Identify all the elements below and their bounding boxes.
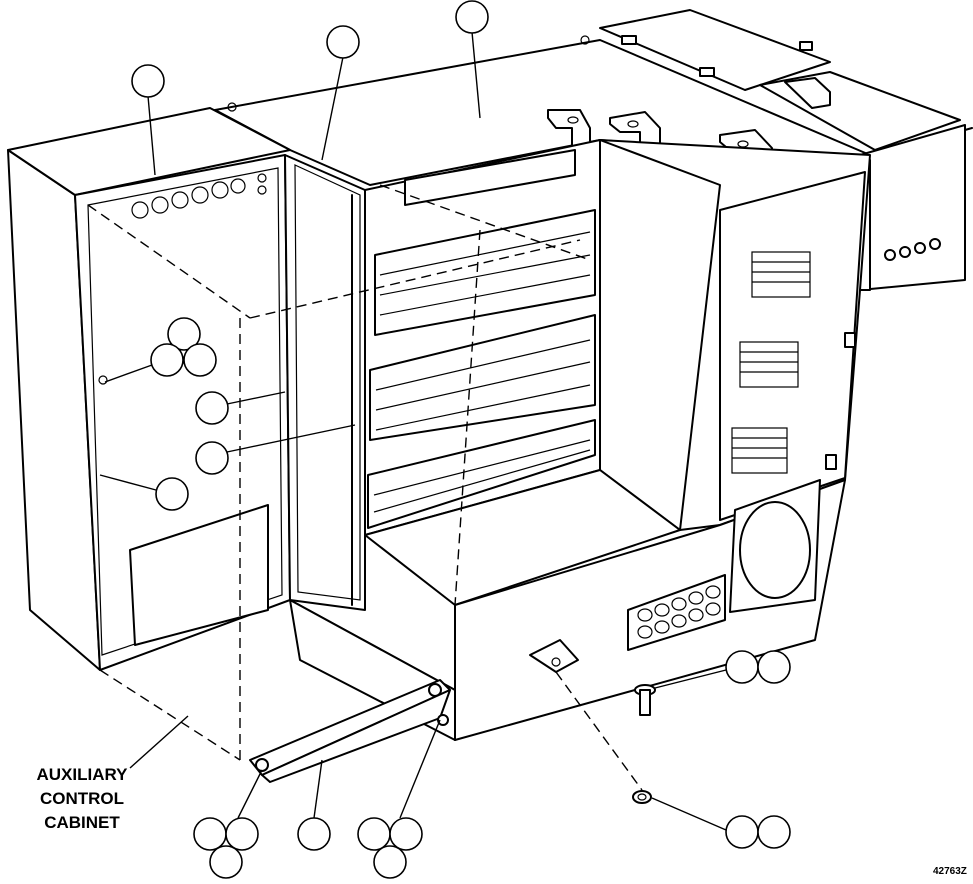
callout-bubble — [357, 817, 391, 851]
callout-bubble — [757, 815, 791, 849]
label-line: AUXILIARY — [36, 765, 128, 784]
label-line: CABINET — [44, 813, 120, 832]
callout-bubble — [757, 650, 791, 684]
label-line: CONTROL — [39, 789, 125, 808]
vent-section — [364, 139, 601, 536]
cabinet-callout-label: AUXILIARY CONTROL CABINET — [17, 763, 147, 835]
callout-bubble — [150, 343, 184, 377]
callout-bubble — [155, 477, 189, 511]
callout-bubble — [725, 815, 759, 849]
base-section — [364, 469, 846, 741]
callout-bubble — [193, 817, 227, 851]
bolt — [634, 684, 656, 716]
callout-bubble — [167, 317, 201, 351]
callout-bubble — [373, 845, 407, 879]
callout-bubble — [389, 817, 423, 851]
hinge-bar — [249, 194, 451, 783]
callout-bubble — [131, 64, 165, 98]
callout-bubble — [195, 441, 229, 475]
callout-bubble — [455, 0, 489, 34]
nut — [632, 790, 652, 804]
callout-bubble — [183, 343, 217, 377]
auxiliary-control-cabinet — [7, 107, 456, 741]
callout-bubble — [225, 817, 259, 851]
callout-bubble — [297, 817, 331, 851]
callout-bubble — [326, 25, 360, 59]
explode-lines — [87, 184, 643, 791]
callout-bubbles — [99, 0, 791, 879]
figure-id: 42763Z — [933, 866, 967, 877]
callout-bubble — [725, 650, 759, 684]
callout-bubble — [195, 391, 229, 425]
junction-box — [859, 124, 973, 291]
right-enclosure — [599, 139, 871, 531]
callout-bubble — [209, 845, 243, 879]
